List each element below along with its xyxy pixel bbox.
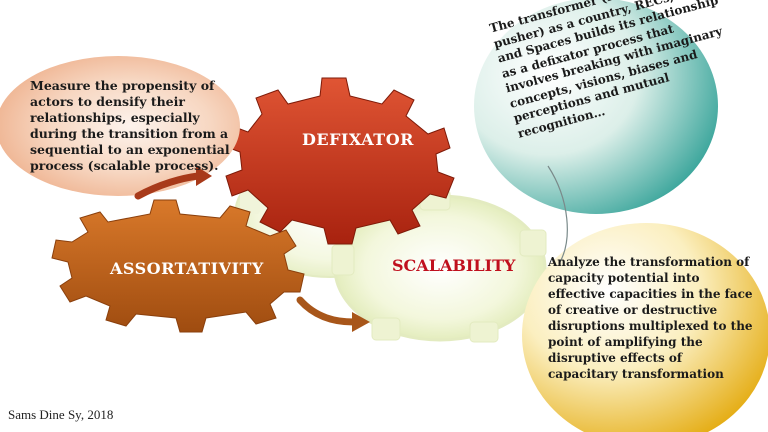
connector-line <box>547 165 568 263</box>
defixator-gear <box>223 77 455 245</box>
assortativity-label: ASSORTATIVITY <box>110 259 264 278</box>
gold-bubble <box>522 223 768 432</box>
author-credit: Sams Dine Sy, 2018 <box>8 407 114 422</box>
scalability-label: SCALABILITY <box>392 256 516 275</box>
defixator-label: DEFIXATOR <box>302 130 414 149</box>
scalability-gear <box>331 189 547 343</box>
arrow-left-to-defixator <box>134 166 212 200</box>
teal-bubble <box>474 0 718 214</box>
gold-bubble-text: Analyze the transformation of capacity p… <box>548 255 753 381</box>
assortativity-gear <box>51 199 305 333</box>
arrow-assortativity-to-scalability <box>296 296 370 332</box>
left-bubble <box>0 56 240 196</box>
left-bubble-text: Measure the propensity of actors to dens… <box>30 78 230 173</box>
